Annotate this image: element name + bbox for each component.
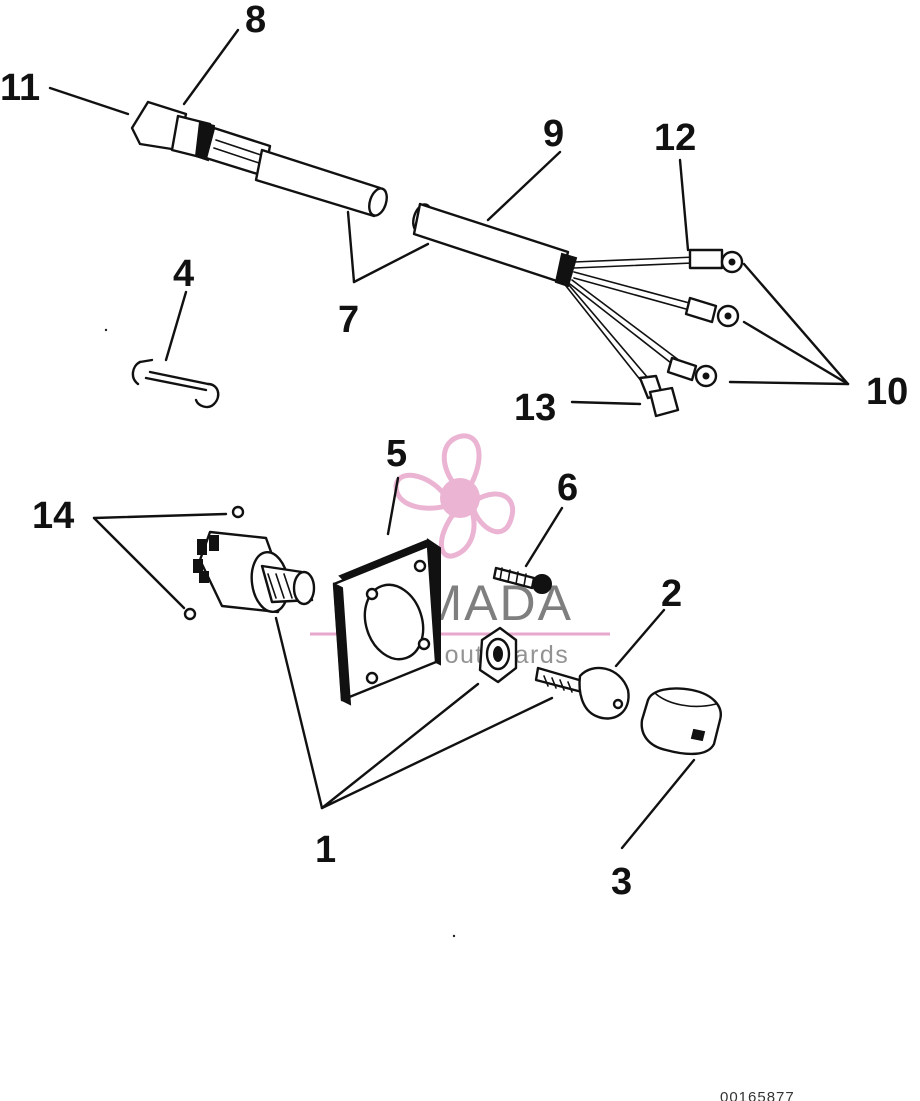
ignition-switch [193, 530, 316, 614]
leader-lines [48, 28, 850, 850]
callout-4: 4 [173, 253, 194, 295]
callout-11: 11 [0, 67, 40, 109]
lead-wires [565, 255, 721, 383]
callout-3: 3 [611, 861, 632, 903]
callout-5: 5 [386, 433, 407, 475]
switch-cover [640, 687, 722, 756]
callout-6: 6 [557, 467, 578, 509]
plate-screw [492, 566, 552, 594]
wire-harness-right [412, 202, 578, 288]
watermark-propeller-icon [393, 433, 516, 559]
switch-nut [478, 626, 518, 684]
footer-code: 00165877 [720, 1089, 795, 1101]
mounting-plate [332, 538, 441, 706]
print-speck [452, 934, 456, 938]
callout-8: 8 [245, 0, 266, 41]
wire-harness-left [254, 148, 388, 218]
callout-10: 10 [866, 371, 908, 413]
terminal-screws [183, 505, 245, 621]
callout-1: 1 [315, 829, 336, 871]
connector-plug [130, 100, 272, 178]
callout-9: 9 [543, 113, 564, 155]
callout-12: 12 [654, 117, 696, 159]
spade-terminal [638, 374, 680, 418]
callout-13: 13 [514, 387, 556, 429]
harness-clip [131, 358, 220, 409]
ignition-key [534, 666, 630, 720]
callout-14: 14 [32, 495, 74, 537]
print-speck [104, 328, 108, 332]
callout-7: 7 [338, 299, 359, 341]
callout-2: 2 [661, 573, 682, 615]
ring-terminals [666, 248, 744, 388]
